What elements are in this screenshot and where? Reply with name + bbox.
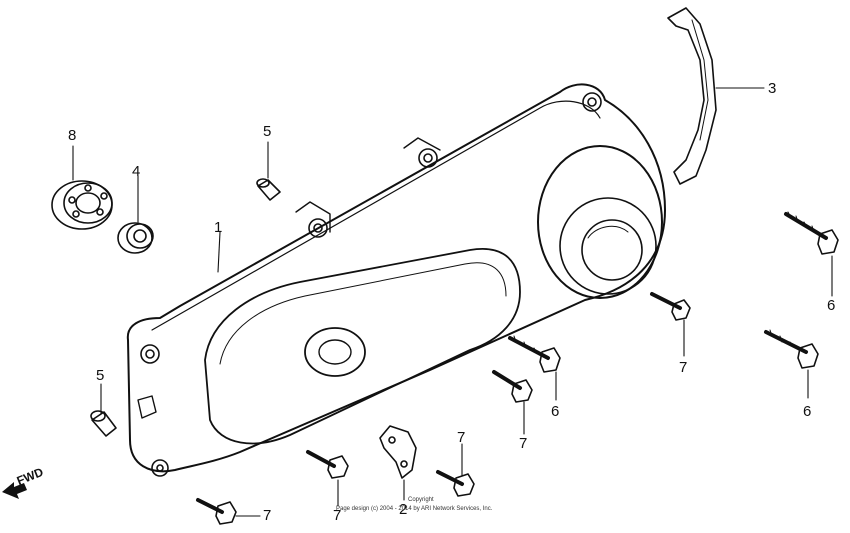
dowel-pin-lower bbox=[90, 410, 117, 437]
fwd-arrow-icon bbox=[2, 482, 27, 499]
callout-7-bottom-center: 7 bbox=[333, 507, 342, 524]
callout-3: 3 bbox=[768, 80, 777, 97]
bolt-7-bottom-center bbox=[306, 450, 349, 479]
callout-6-lower-right: 6 bbox=[803, 403, 812, 420]
bolt-6-lower-right bbox=[764, 329, 819, 369]
callout-8: 8 bbox=[68, 127, 77, 144]
copyright-line: Page design (c) 2004 - 2014 by ARI Netwo… bbox=[336, 506, 493, 512]
cable-clamp bbox=[379, 425, 417, 479]
cover-strap bbox=[667, 7, 717, 185]
leader-lines bbox=[72, 87, 833, 517]
bolt-7-bottom-left bbox=[196, 498, 237, 525]
copyright-title: Copyright bbox=[408, 497, 434, 503]
callout-5-lower: 5 bbox=[96, 367, 105, 384]
bolt-7-bottom-right bbox=[436, 470, 475, 497]
left-crankcase-cover bbox=[126, 83, 666, 477]
callout-7-bottom-right: 7 bbox=[457, 429, 466, 446]
callout-7-center: 7 bbox=[519, 435, 528, 452]
bolt-7-right bbox=[650, 292, 691, 321]
callout-5-upper: 5 bbox=[263, 123, 272, 140]
oil-seal bbox=[117, 222, 154, 254]
callout-1: 1 bbox=[214, 219, 223, 236]
bolt-6-upper-right bbox=[784, 211, 839, 255]
callout-7-bottom-left: 7 bbox=[263, 507, 272, 524]
bolt-7-center bbox=[492, 370, 533, 403]
callout-6-upper-right: 6 bbox=[827, 297, 836, 314]
bearing bbox=[51, 180, 113, 230]
bolt-6-center bbox=[508, 335, 561, 373]
callout-7-right: 7 bbox=[679, 359, 688, 376]
dowel-pin-upper bbox=[256, 178, 281, 201]
callout-2: 2 bbox=[399, 501, 408, 518]
callout-6-center: 6 bbox=[551, 403, 560, 420]
callout-4: 4 bbox=[132, 163, 141, 180]
